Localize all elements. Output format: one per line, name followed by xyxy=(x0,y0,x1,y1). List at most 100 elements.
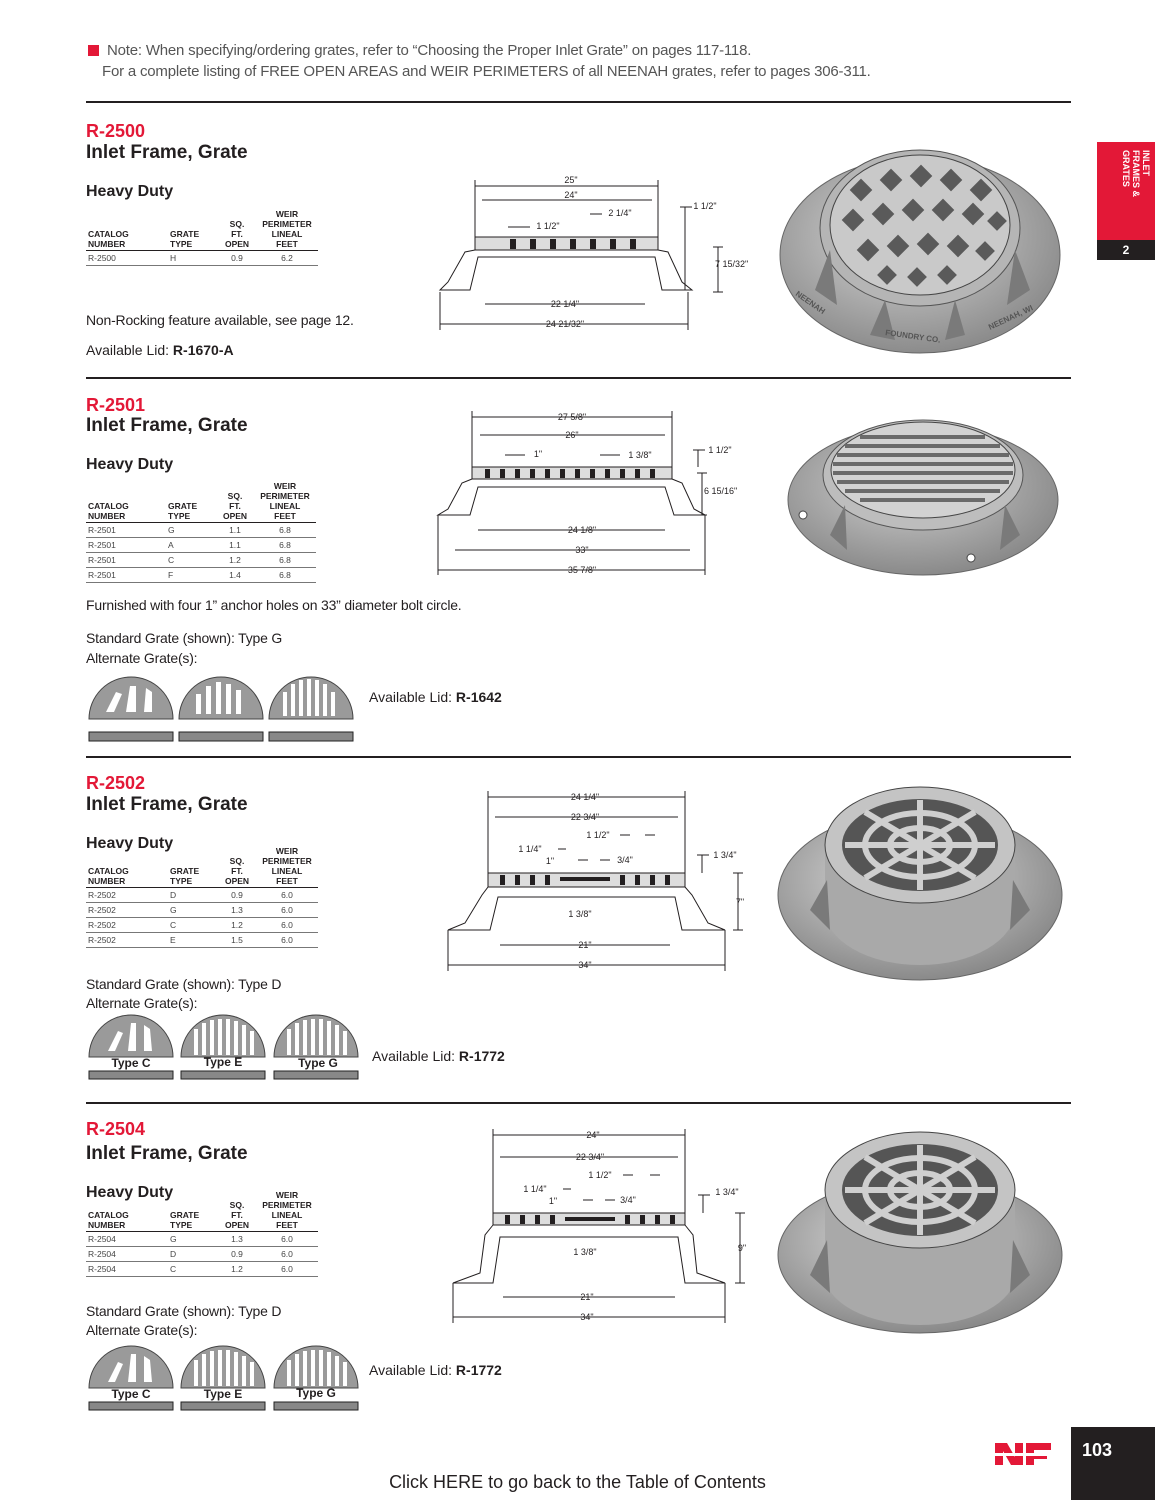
catalog-code: R-2500 xyxy=(86,121,146,141)
svg-text:1 1/2": 1 1/2" xyxy=(586,830,609,840)
svg-text:35 7/8": 35 7/8" xyxy=(568,565,596,575)
alternate-grate-images: Type C Type E Type G xyxy=(88,1014,359,1080)
grate-photo: NEENAH FOUNDRY CO. NEENAH, WI xyxy=(779,149,1061,354)
section-title: Inlet Frame, Grate xyxy=(86,1143,248,1164)
available-lid[interactable]: Available Lid: R-1670-A xyxy=(86,342,234,358)
neenah-foundry-logo xyxy=(993,1443,1055,1465)
duty-label: Heavy Duty xyxy=(86,835,174,852)
svg-text:Type C: Type C xyxy=(111,1056,150,1070)
svg-text:24": 24" xyxy=(586,1130,599,1140)
svg-text:Type C: Type C xyxy=(111,1387,150,1401)
svg-text:1 3/8": 1 3/8" xyxy=(628,450,651,460)
svg-text:6 15/16": 6 15/16" xyxy=(704,486,737,496)
standard-grate: Standard Grate (shown): Type G xyxy=(86,630,283,646)
svg-text:1 1/2": 1 1/2" xyxy=(708,445,731,455)
section-note: Furnished with four 1” anchor holes on 3… xyxy=(86,597,462,613)
svg-text:1 3/4": 1 3/4" xyxy=(715,1187,738,1197)
svg-text:22 1/4": 22 1/4" xyxy=(551,299,579,309)
svg-text:1 1/4": 1 1/4" xyxy=(518,844,541,854)
divider xyxy=(86,377,1071,379)
svg-text:1": 1" xyxy=(546,856,554,866)
divider xyxy=(86,101,1071,103)
section-title: Inlet Frame, Grate xyxy=(86,794,248,815)
dimension-drawing: 27 5/8" 26" 1" 1 3/8" 1 1/2" 6 15/16" 24… xyxy=(436,411,737,575)
red-square-icon xyxy=(88,45,99,56)
divider xyxy=(86,1102,1071,1104)
page-number-box xyxy=(1071,1427,1155,1500)
standard-grate: Standard Grate (shown): Type D xyxy=(86,1303,282,1319)
alternate-grates: Alternate Grate(s): xyxy=(86,1322,198,1338)
toc-link-wrapper: Click HERE to go back to the Table of Co… xyxy=(0,1472,1155,1493)
svg-text:7": 7" xyxy=(736,897,744,907)
svg-text:1 1/2": 1 1/2" xyxy=(536,221,559,231)
svg-text:Type G: Type G xyxy=(298,1056,338,1070)
svg-text:Type E: Type E xyxy=(204,1055,242,1069)
svg-text:27 5/8": 27 5/8" xyxy=(558,412,586,422)
svg-text:24 1/4": 24 1/4" xyxy=(571,792,599,802)
grate-photo xyxy=(787,419,1059,576)
svg-text:21": 21" xyxy=(578,940,591,950)
svg-text:21": 21" xyxy=(580,1292,593,1302)
svg-text:3/4": 3/4" xyxy=(617,855,633,865)
table-of-contents-link[interactable]: Click HERE to go back to the Table of Co… xyxy=(389,1472,766,1492)
catalog-code: R-2501 xyxy=(86,395,146,415)
catalog-code: R-2504 xyxy=(86,1119,146,1139)
svg-text:33": 33" xyxy=(575,545,588,555)
svg-text:22 3/4": 22 3/4" xyxy=(571,812,599,822)
duty-label: Heavy Duty xyxy=(86,456,174,473)
dimension-drawing: 24 1/4" 22 3/4" 1 1/2" 1 1/4" 1" 3/4" 1 … xyxy=(447,791,744,971)
svg-text:34": 34" xyxy=(578,960,591,970)
svg-text:Type E: Type E xyxy=(204,1387,242,1401)
svg-text:1 1/2": 1 1/2" xyxy=(693,201,716,211)
svg-text:34": 34" xyxy=(580,1312,593,1322)
chapter-tab-number[interactable]: 2 xyxy=(1097,240,1155,260)
catalog-code: R-2502 xyxy=(86,773,146,793)
chapter-side-tab[interactable]: INLET FRAMES & GRATES xyxy=(1097,142,1155,258)
available-lid[interactable]: Available Lid: R-1772 xyxy=(372,1048,505,1064)
available-lid[interactable]: Available Lid: R-1642 xyxy=(369,689,502,705)
svg-text:1 3/8": 1 3/8" xyxy=(573,1247,596,1257)
dimension-drawing: 24" 22 3/4" 1 1/2" 1 1/4" 1" 3/4" 1 3/4"… xyxy=(452,1129,746,1323)
section-title: Inlet Frame, Grate xyxy=(86,142,248,163)
grate-photo xyxy=(777,786,1063,981)
svg-text:24 1/8": 24 1/8" xyxy=(568,525,596,535)
alternate-grate-images: Type C Type E Type G xyxy=(88,1345,359,1411)
svg-text:1 1/2": 1 1/2" xyxy=(588,1170,611,1180)
alternate-grates: Alternate Grate(s): xyxy=(86,995,198,1011)
svg-text:1": 1" xyxy=(534,449,542,459)
available-lid[interactable]: Available Lid: R-1772 xyxy=(369,1362,502,1378)
svg-text:24 21/32": 24 21/32" xyxy=(546,319,584,329)
section-title: Inlet Frame, Grate xyxy=(86,415,248,436)
duty-label: Heavy Duty xyxy=(86,1184,174,1201)
svg-text:25": 25" xyxy=(564,175,577,185)
svg-text:26": 26" xyxy=(565,430,578,440)
svg-text:1": 1" xyxy=(549,1196,557,1206)
page-number: 103 xyxy=(1082,1440,1113,1460)
grate-photo xyxy=(777,1131,1063,1334)
note-line-2: For a complete listing of FREE OPEN AREA… xyxy=(102,63,871,80)
section-note: Non-Rocking feature available, see page … xyxy=(86,312,354,328)
svg-text:9": 9" xyxy=(738,1243,746,1253)
svg-text:1 3/4": 1 3/4" xyxy=(713,850,736,860)
note-line-1: Note: When specifying/ordering grates, r… xyxy=(88,40,871,61)
chapter-tab-label: INLET FRAMES & GRATES xyxy=(1121,150,1151,197)
duty-label: Heavy Duty xyxy=(86,183,174,200)
alternate-grates: Alternate Grate(s): xyxy=(86,650,198,666)
divider xyxy=(86,756,1071,758)
svg-text:22 3/4": 22 3/4" xyxy=(576,1152,604,1162)
